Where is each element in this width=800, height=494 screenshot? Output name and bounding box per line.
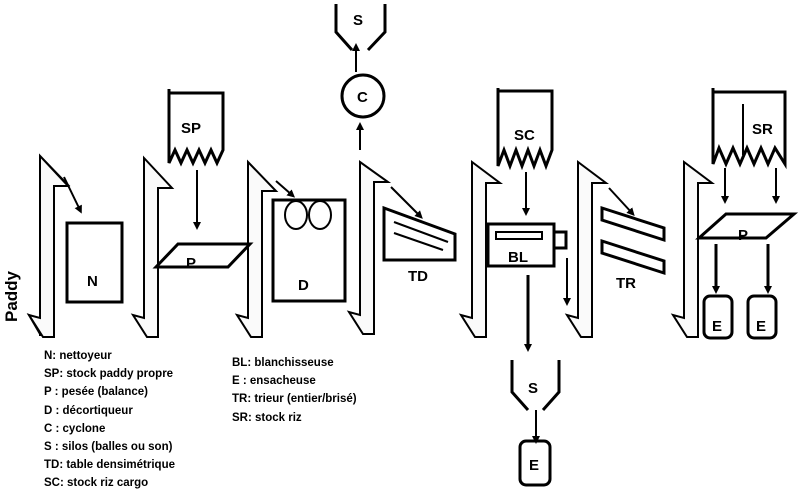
unit-n-label: N xyxy=(87,273,98,290)
legend-item: C : cyclone xyxy=(44,422,106,435)
unit-n-box xyxy=(65,221,124,304)
bl-outlet xyxy=(552,230,568,250)
legend-item: N: nettoyeur xyxy=(44,350,112,362)
flow-arrow-to-d xyxy=(275,180,296,198)
bucket-elevator-7 xyxy=(670,160,715,338)
unit-e-right-label: E xyxy=(756,318,766,335)
legend-item: S : silos (balles ou son) xyxy=(44,441,173,454)
unit-e-right xyxy=(746,294,778,340)
bucket-elevator-6 xyxy=(564,160,609,338)
unit-bl-label: BL xyxy=(508,249,528,266)
td-deck-line-1 xyxy=(393,221,449,243)
silo-sp-label: SP xyxy=(181,120,201,137)
silo-sp xyxy=(167,89,225,167)
flow-arrow-to-td xyxy=(390,186,423,219)
legend-item: SC: stock riz cargo xyxy=(44,477,149,490)
bucket-elevator-4 xyxy=(346,160,392,335)
unit-e-bottom xyxy=(518,439,552,487)
silo-s-bottom xyxy=(510,360,561,411)
silo-s-bottom-label: S xyxy=(528,380,538,397)
flow-arrow-to-tr xyxy=(608,187,635,216)
legend-item: P : pesée (balance) xyxy=(44,386,148,399)
husker-roller-right xyxy=(308,200,332,230)
silo-sc-label: SC xyxy=(514,127,535,144)
unit-e-left xyxy=(702,294,734,340)
unit-p1-label: P xyxy=(186,255,196,272)
legend-item: BL: blanchisseuse xyxy=(232,357,334,369)
legend-item: TD: table densimétrique xyxy=(44,459,175,472)
bucket-elevator-5 xyxy=(458,160,503,338)
unit-p2-label: P xyxy=(738,227,748,244)
unit-td-label: TD xyxy=(408,268,428,285)
flow-arrow-to-n xyxy=(63,176,82,214)
silo-s-top xyxy=(334,4,387,52)
legend-item: SR: stock riz xyxy=(232,411,302,424)
legend-left: N: nettoyeur SP: stock paddy propre P : … xyxy=(44,347,175,493)
paddy-input-label: Paddy xyxy=(2,270,21,322)
bucket-elevator-3 xyxy=(234,159,279,338)
unit-p2-balance xyxy=(695,212,799,240)
unit-d-label: D xyxy=(298,277,309,294)
tr-tray-2 xyxy=(600,238,666,276)
legend-item: SP: stock paddy propre xyxy=(44,368,174,381)
unit-c-label: C xyxy=(357,89,368,106)
legend-right: BL: blanchisseuse E : ensacheuse TR: tri… xyxy=(232,354,357,427)
legend-item: D : décortiqueur xyxy=(44,404,133,417)
td-deck-line-2 xyxy=(393,232,444,251)
unit-td-table xyxy=(382,205,457,262)
silo-s-top-label: S xyxy=(353,12,363,29)
unit-e-bottom-label: E xyxy=(529,457,539,474)
unit-e-left-label: E xyxy=(712,318,722,335)
silo-sr xyxy=(711,88,787,170)
legend-item: E : ensacheuse xyxy=(232,375,316,388)
unit-c-cyclone xyxy=(340,73,386,119)
silo-sc xyxy=(496,88,554,171)
unit-p1-balance xyxy=(152,242,254,269)
tr-tray-1 xyxy=(600,205,666,243)
bucket-elevator-1 xyxy=(26,153,71,338)
legend-item: TR: trieur (entier/brisé) xyxy=(232,393,357,406)
bl-screen xyxy=(495,231,543,240)
unit-tr-label: TR xyxy=(616,275,636,292)
silo-sr-label: SR xyxy=(752,121,773,138)
bucket-elevator-2 xyxy=(130,155,175,338)
unit-d-box xyxy=(271,198,347,303)
husker-roller-left xyxy=(284,200,308,230)
